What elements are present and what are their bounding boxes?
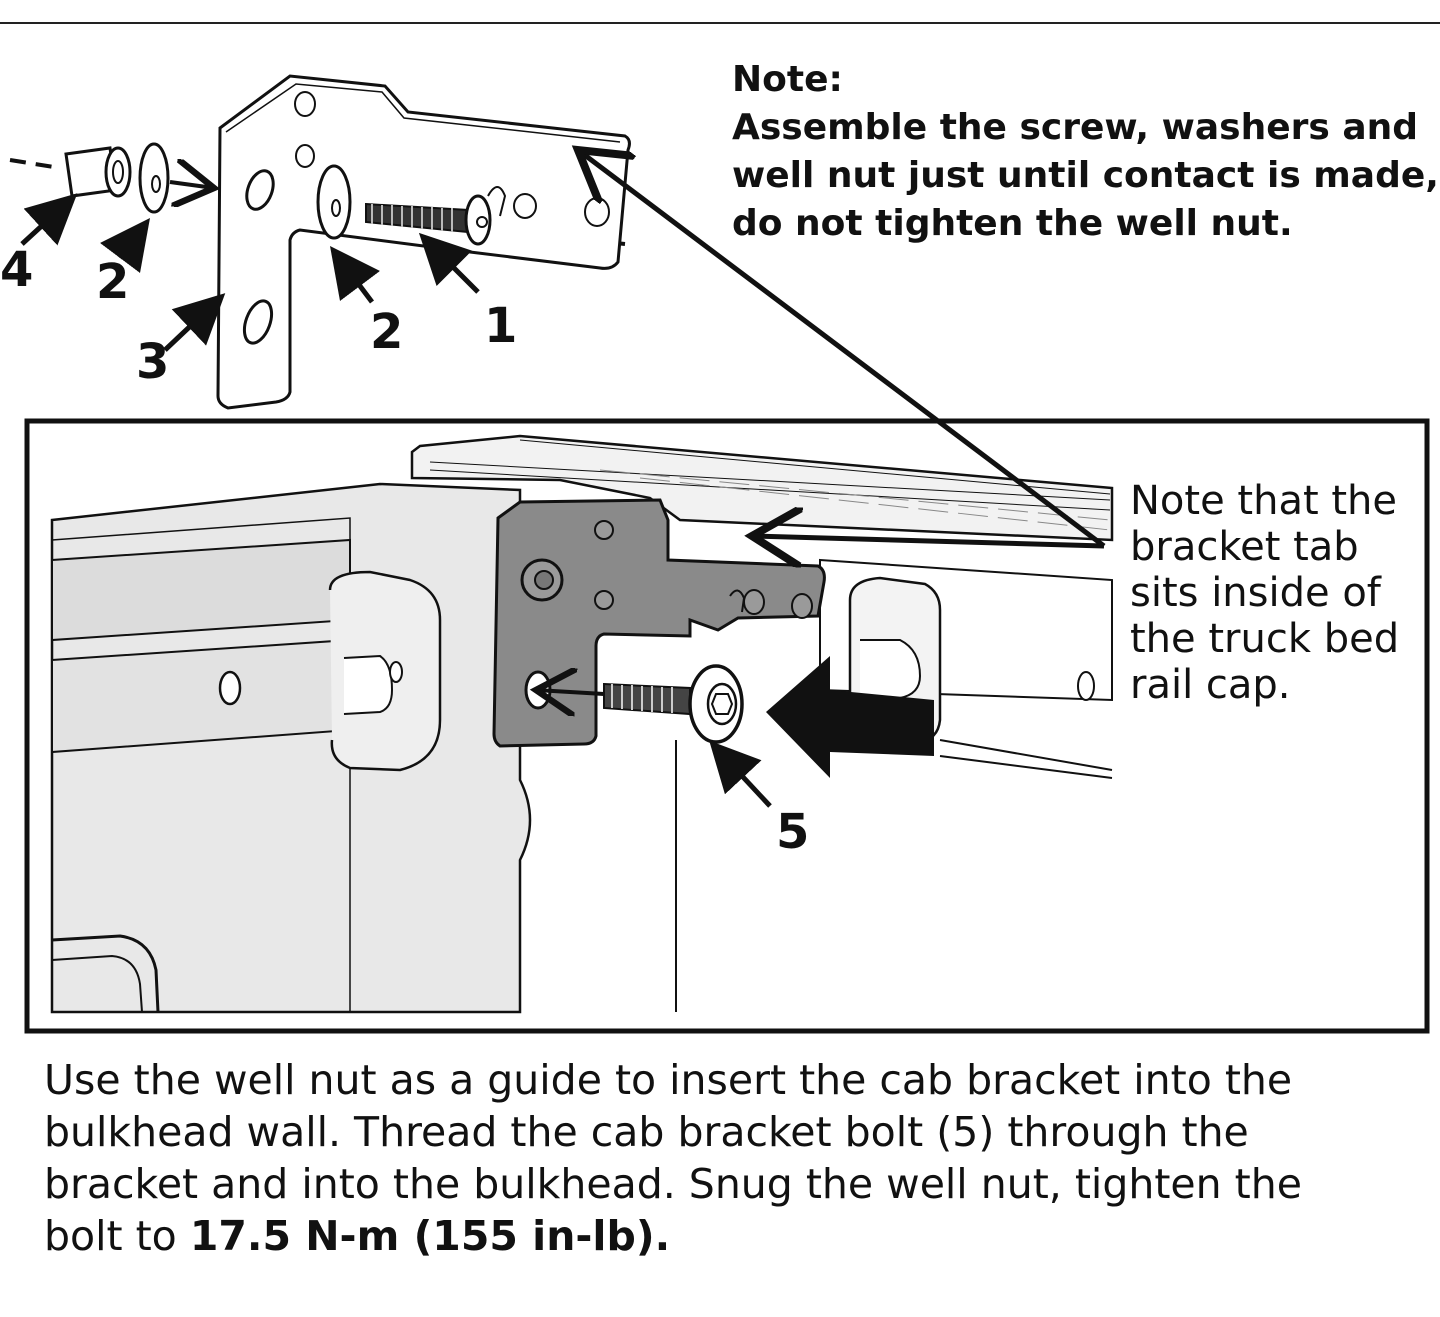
bracket-icon: [216, 74, 631, 410]
side-note-line: rail cap.: [1130, 662, 1291, 708]
callout-well-nut: 4: [0, 242, 34, 298]
note-line: Assemble the screw, washers and: [732, 107, 1419, 148]
note-title: Note:: [732, 59, 843, 100]
torque-spec: 17.5 N-m (155 in-lb).: [189, 1212, 671, 1260]
callout-washer-near: 2: [370, 304, 404, 360]
instruction-prefix: bolt to: [44, 1212, 190, 1260]
side-note-line: bracket tab: [1130, 524, 1359, 570]
cab-bolt-icon: [603, 664, 744, 744]
exploded-view: [9, 74, 631, 410]
note-line: do not tighten the well nut.: [732, 203, 1293, 244]
washer-icon: [138, 142, 170, 214]
instruction-text: Use the well nut as a guide to insert th…: [44, 1054, 1424, 1262]
washer-icon: [316, 164, 352, 240]
well-nut-icon: [64, 146, 132, 198]
side-note-line: Note that the: [1130, 478, 1397, 524]
instruction-line: bulkhead wall. Thread the cab bracket bo…: [44, 1108, 1249, 1156]
callout-washer-far: 2: [96, 254, 130, 310]
instruction-line: bolt to 17.5 N-m (155 in-lb).: [44, 1210, 1424, 1262]
callout-cab-bolt: 5: [776, 804, 810, 860]
side-note-line: the truck bed: [1130, 616, 1400, 662]
installation-detail: [24, 150, 1430, 1034]
callout-screw: 1: [484, 298, 518, 354]
top-rule: [0, 22, 1440, 24]
bracket-tab-note: Note that the bracket tab sits inside of…: [1130, 478, 1430, 708]
callout-bracket: 3: [136, 334, 170, 390]
direction-arrow-icon: [766, 656, 934, 778]
instruction-line: bracket and into the bulkhead. Snug the …: [44, 1160, 1302, 1208]
side-note-line: sits inside of: [1130, 570, 1381, 616]
instruction-line: Use the well nut as a guide to insert th…: [44, 1056, 1293, 1104]
assembly-note: Note: Assemble the screw, washers and we…: [732, 56, 1439, 248]
note-line: well nut just until contact is made,: [732, 155, 1439, 196]
screw-icon: [365, 194, 492, 246]
